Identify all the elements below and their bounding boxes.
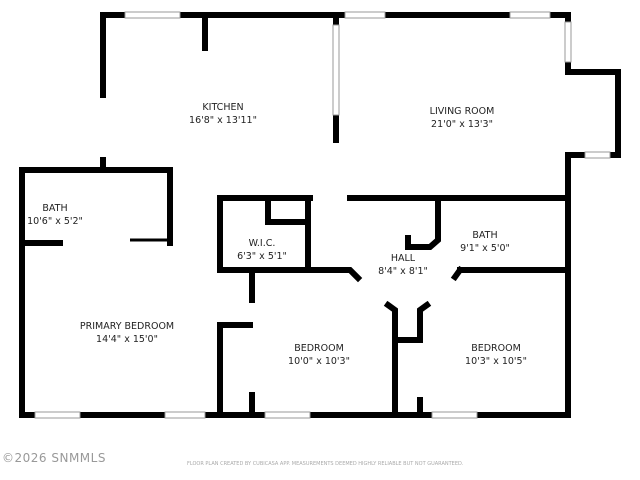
room-bath: BATH 9'1" x 5'0" <box>460 229 510 255</box>
room-name: W.I.C. <box>248 238 276 249</box>
room-size: 14'4" x 15'0" <box>96 334 158 345</box>
windows <box>34 11 611 419</box>
room-kitchen: KITCHEN 16'8" x 13'11" <box>189 101 257 127</box>
room-name: BATH <box>42 203 68 214</box>
room-bedroom-2: BEDROOM 10'3" x 10'5" <box>465 342 527 368</box>
room-primary-bedroom: PRIMARY BEDROOM 14'4" x 15'0" <box>80 320 174 346</box>
room-hall: HALL 8'4" x 8'1" <box>378 252 428 278</box>
room-size: 16'8" x 13'11" <box>189 115 257 126</box>
room-name: PRIMARY BEDROOM <box>79 321 175 332</box>
room-size: 8'4" x 8'1" <box>378 266 428 277</box>
room-name: BEDROOM <box>471 343 521 354</box>
room-size: 10'0" x 10'3" <box>288 356 350 367</box>
room-size: 21'0" x 13'3" <box>431 119 493 130</box>
room-size: 6'3" x 5'1" <box>237 251 287 262</box>
room-living-room: LIVING ROOM 21'0" x 13'3" <box>430 105 495 131</box>
room-size: 9'1" x 5'0" <box>460 243 510 254</box>
room-size: 10'3" x 10'5" <box>465 356 527 367</box>
room-size: 10'6" x 5'2" <box>27 216 83 227</box>
footer-disclaimer: FLOOR PLAN CREATED BY CUBICASA APP. MEAS… <box>187 461 464 467</box>
room-name: KITCHEN <box>202 102 244 113</box>
room-name: BATH <box>472 230 498 241</box>
room-name: LIVING ROOM <box>429 106 495 117</box>
room-name: HALL <box>390 253 416 264</box>
watermark: ©2026 SNMMLS <box>2 451 106 465</box>
room-bedroom-1: BEDROOM 10'0" x 10'3" <box>288 342 350 368</box>
room-primary-bath: BATH 10'6" x 5'2" <box>27 202 83 228</box>
room-wic: W.I.C. 6'3" x 5'1" <box>237 237 287 263</box>
room-name: BEDROOM <box>294 343 344 354</box>
